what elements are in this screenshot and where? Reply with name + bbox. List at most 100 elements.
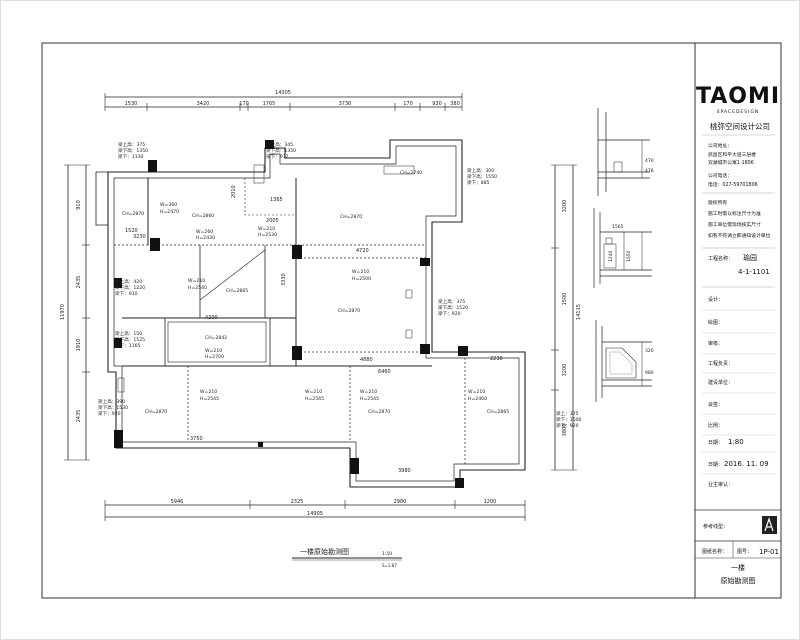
room-3-ch: CH=2870 [340, 214, 362, 220]
date-label: 日期： [708, 462, 723, 468]
date-value: 2016. 11. 09 [724, 460, 769, 468]
beam-note-4: 梁上高：420 [115, 278, 142, 285]
dim-right-overall: 14115 [576, 304, 582, 320]
owner-label: 业主审认： [708, 481, 733, 488]
dim-top-overall: 14305 [275, 90, 291, 96]
inner-dim-7: 6460 [378, 369, 391, 375]
drawing-no-label: 图号： [737, 549, 752, 555]
detail-2-dim-3: 1550 [626, 250, 632, 262]
row-drafting: 绘图： [708, 319, 723, 326]
room-10-w: W=210 [360, 389, 377, 395]
room-11-w: W=210 [468, 389, 485, 395]
beam-note-7: 梁上高：390 [98, 398, 125, 405]
phone-label: 公司电话： [708, 172, 732, 179]
copyright-line-1: 版权所有 [708, 199, 727, 206]
dim-left-1: 910 [76, 200, 82, 210]
title-block: TAOMI SPACEDESIGN 桃弥空间设计公司 公司地址： 武昌区和平大道… [695, 84, 781, 585]
beam-note-1b: 梁下：1130 [118, 153, 144, 160]
inner-dim-4: 4720 [356, 248, 369, 254]
copyright-line-4: 如有不符请立即通知设计单位 [708, 232, 771, 239]
dim-bottom-3: 2980 [394, 499, 407, 505]
room-6-w: W=210 [205, 348, 222, 354]
room-2-h: H=2430 [196, 235, 215, 241]
room-5-ch: CH=2865 [226, 288, 248, 294]
beam-note-1a: 梁下高：1350 [118, 147, 148, 154]
beam-notes: 梁上高：375 梁下高：1350 梁下：1130 梁上高：345 梁下高：135… [98, 141, 582, 429]
copyright-line-3: 施工单位需现场核实尺寸 [708, 221, 761, 228]
detail-2-dim-2: 1240 [608, 250, 614, 262]
room-5-h: H=2540 [188, 285, 207, 291]
dim-top-6: 170 [403, 101, 413, 107]
phone-number: 电话：027-59701806 [708, 181, 758, 188]
detail-dimensions: 470 478 1565 1240 1550 320 980 [608, 158, 654, 376]
room-5-w: W=210 [188, 278, 205, 284]
room-1-h: H=2470 [160, 209, 179, 215]
beam-note-1: 梁上高：375 [118, 141, 145, 148]
room-6-ch: CH=2842 [205, 335, 227, 341]
inner-dim-11: 2010 [231, 185, 237, 198]
drawing-name-1: 一楼 [731, 563, 745, 572]
beam-note-4a: 梁下高：1220 [115, 284, 145, 291]
address-line-2: 双湖城市公寓1-1806 [708, 159, 754, 166]
dim-bottom-1: 5946 [171, 499, 184, 505]
row-review: 审核： [708, 340, 723, 347]
room-labels: CH=2870 W=360 H=2470 CH=2860 W=260 H=243… [122, 170, 509, 415]
address-label: 公司地址： [708, 142, 732, 149]
beam-note-8a: 梁下：1500 [556, 416, 582, 423]
dim-right-4: 3800 [562, 424, 568, 437]
company-name: 桃弥空间设计公司 [710, 121, 770, 131]
ratio-value: 1:80 [728, 438, 744, 446]
inner-dim-10: 3980 [398, 468, 411, 474]
row-countersign: 会签： [708, 401, 723, 408]
inner-dim-13: 1365 [270, 197, 283, 203]
beam-note-2: 梁上高：345 [266, 141, 293, 148]
project-label: 工程名称： [708, 255, 733, 262]
project-number: 4-1-1101 [738, 268, 770, 276]
dim-bottom-2: 2325 [291, 499, 304, 505]
drawing-no: 1P-01 [759, 548, 779, 556]
drawing-scale: 1:50 [382, 551, 392, 557]
room-4-ch: CH=2740 [400, 170, 422, 176]
detail-3-dim-2: 980 [645, 370, 654, 376]
inner-dim-2: 3330 [281, 273, 287, 286]
beam-note-7b: 梁下：920 [98, 410, 121, 417]
ratio-label: 日期： [708, 440, 723, 446]
reference-label: 参考线型： [703, 523, 728, 530]
beam-note-5: 梁上高：375 [438, 298, 465, 305]
row-ratio: 比例： [708, 422, 723, 429]
room-7-w: W=210 [352, 269, 369, 275]
dim-left-4: 2435 [76, 410, 82, 423]
signoff-rows: 设计： 绘图： 审核： 工程负责： 建设单位： 会签： 比例： 日期： 1:80… [702, 296, 775, 488]
dim-right-1: 3200 [562, 200, 568, 213]
room-2-w: W=260 [196, 229, 213, 235]
inner-dim-6: 4880 [360, 357, 373, 363]
beam-note-8b: 梁下：920 [556, 422, 579, 429]
room-7-h: H=2500 [352, 276, 371, 282]
reference-logo-icon [762, 516, 777, 534]
room-1-ch: CH=2870 [122, 211, 144, 217]
row-client: 建设单位： [708, 379, 733, 386]
detail-1-dim-1: 470 [645, 158, 654, 164]
drawing-caption: 一楼原始勘测图 1:50 S=1:87 [292, 547, 402, 568]
dimension-labels: 14305 1530 3420 170 1765 3730 170 930 38… [60, 90, 582, 517]
detail-3-dim-1: 320 [645, 348, 654, 354]
dim-top-8: 380 [450, 101, 460, 107]
room-11-ch: CH=2865 [487, 409, 509, 415]
row-design: 设计： [708, 296, 723, 303]
drawing-name-2: 原始勘测图 [721, 576, 756, 585]
detail-1-dim-2: 478 [645, 168, 654, 174]
room-10-ch: CH=2870 [368, 409, 390, 415]
inner-dim-8: 2230 [490, 356, 503, 362]
beam-note-6a: 梁下高：1525 [115, 336, 145, 343]
inner-dim-1: 3230 [133, 234, 146, 240]
dim-top-5: 3730 [339, 101, 352, 107]
drawing-frame [41, 42, 782, 599]
address-line-1: 武昌区和平大道三层楼 [708, 151, 756, 158]
drawing-scale-sub: S=1:87 [382, 563, 397, 568]
room-8-w: W=210 [200, 389, 217, 395]
beam-note-7a: 梁下高：1530 [98, 404, 128, 411]
floor-plan [64, 93, 577, 521]
dim-left-3: 1910 [76, 339, 82, 352]
